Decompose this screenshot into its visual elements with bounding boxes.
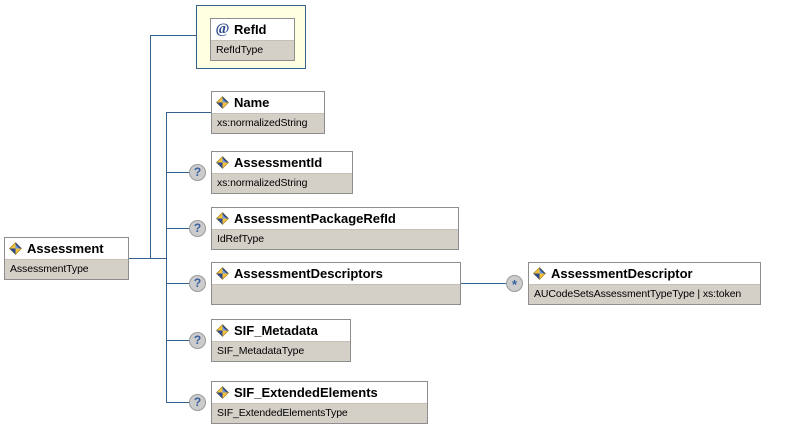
element-icon [9, 242, 22, 255]
node-title: AssessmentPackageRefId [212, 208, 458, 230]
node-name-text: Assessment [27, 241, 104, 256]
node-type-text: xs:normalizedString [212, 174, 352, 193]
node-type-text: AssessmentType [5, 260, 128, 279]
node-refid[interactable]: @ RefId RefIdType [210, 18, 295, 61]
node-name-text: Name [234, 95, 270, 110]
node-sif-metadata[interactable]: SIF_Metadata SIF_MetadataType [211, 319, 351, 362]
element-icon [216, 96, 229, 109]
attribute-frame-refid: @ RefId RefIdType [196, 5, 306, 69]
connector-attribute-horizontal [150, 35, 196, 36]
occurrence-marker-text: ? [193, 395, 202, 409]
node-sif-extendedelements[interactable]: SIF_ExtendedElements SIF_ExtendedElement… [211, 381, 428, 424]
node-name-text: SIF_ExtendedElements [234, 385, 378, 400]
node-name-text: AssessmentDescriptor [551, 266, 693, 281]
node-name[interactable]: Name xs:normalizedString [211, 91, 325, 134]
node-name-text: SIF_Metadata [234, 323, 318, 338]
connector-child-sifextendedelements [166, 402, 192, 403]
occurrence-marker-optional: ? [189, 275, 206, 292]
element-icon [216, 212, 229, 225]
occurrence-marker-repeat: * [506, 275, 523, 292]
element-icon [216, 324, 229, 337]
connector-descriptors-to-descriptor [461, 283, 506, 284]
occurrence-marker-text: ? [193, 221, 202, 235]
node-type-text: SIF_ExtendedElementsType [212, 404, 427, 423]
connector-root-stub [128, 258, 166, 259]
node-type-text: SIF_MetadataType [212, 342, 350, 361]
occurrence-marker-optional: ? [189, 394, 206, 411]
connector-children-trunk [166, 112, 167, 402]
node-title: AssessmentId [212, 152, 352, 174]
node-assessmentdescriptors[interactable]: AssessmentDescriptors [211, 262, 461, 305]
node-title: SIF_Metadata [212, 320, 350, 342]
occurrence-marker-text: ? [193, 276, 202, 290]
element-icon [216, 267, 229, 280]
node-title: SIF_ExtendedElements [212, 382, 427, 404]
node-title: AssessmentDescriptor [529, 263, 760, 285]
occurrence-marker-text: * [511, 277, 518, 292]
node-assessmentdescriptor[interactable]: AssessmentDescriptor AUCodeSetsAssessmen… [528, 262, 761, 305]
occurrence-marker-text: ? [193, 333, 202, 347]
node-assessmentpackagerefid[interactable]: AssessmentPackageRefId IdRefType [211, 207, 459, 250]
node-type-text: AUCodeSetsAssessmentTypeType | xs:token [529, 285, 760, 304]
element-icon [216, 386, 229, 399]
connector-child-assessmentdescriptors [166, 283, 192, 284]
occurrence-marker-text: ? [193, 165, 202, 179]
occurrence-marker-optional: ? [189, 164, 206, 181]
attribute-icon: @ [215, 21, 230, 37]
node-type-text [212, 285, 460, 304]
node-type-text: IdRefType [212, 230, 458, 249]
connector-attribute-vertical [150, 35, 151, 259]
connector-child-assessmentid [166, 172, 192, 173]
element-icon [533, 267, 546, 280]
node-type-text: RefIdType [211, 41, 294, 60]
connector-child-assessmentpackagerefid [166, 228, 192, 229]
node-name-text: AssessmentPackageRefId [234, 211, 396, 226]
node-title: Assessment [5, 238, 128, 260]
node-name-text: AssessmentDescriptors [234, 266, 383, 281]
connector-child-name [166, 112, 212, 113]
node-title: @ RefId [211, 19, 294, 41]
node-assessmentid[interactable]: AssessmentId xs:normalizedString [211, 151, 353, 194]
node-name-text: AssessmentId [234, 155, 323, 170]
node-title: AssessmentDescriptors [212, 263, 460, 285]
occurrence-marker-optional: ? [189, 220, 206, 237]
node-type-text: xs:normalizedString [212, 114, 324, 133]
connector-child-sifmetadata [166, 340, 192, 341]
occurrence-marker-optional: ? [189, 332, 206, 349]
node-name-text: RefId [234, 22, 267, 37]
element-icon [216, 156, 229, 169]
node-assessment[interactable]: Assessment AssessmentType [4, 237, 129, 280]
node-title: Name [212, 92, 324, 114]
